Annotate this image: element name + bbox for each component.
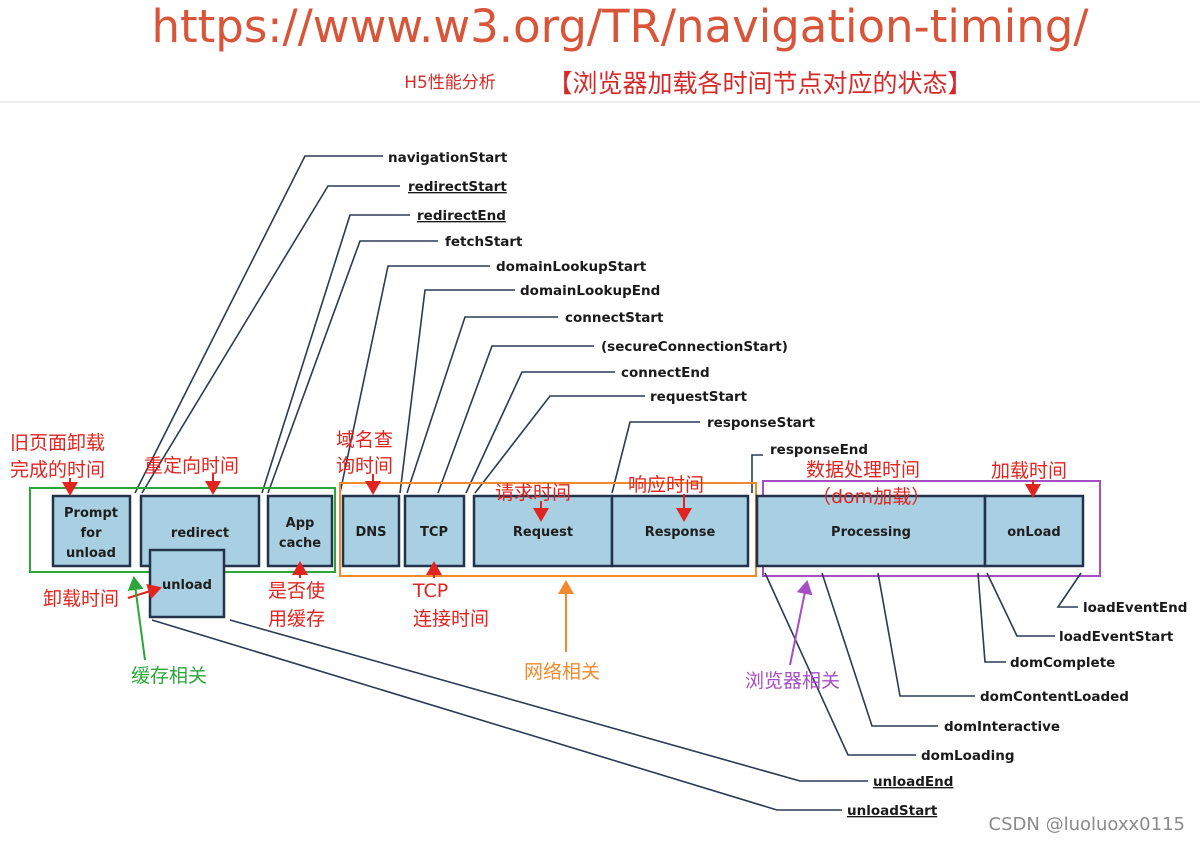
event-loadEventStart: loadEventStart <box>1059 629 1174 645</box>
phase-request <box>472 494 614 568</box>
event-responseStart: responseStart <box>707 415 816 431</box>
connector-domainLookupEnd <box>399 289 515 494</box>
bottom-event-labels: loadEventEnd loadEventStart domComplete … <box>847 600 1187 819</box>
timeline: Prompt for unload redirect App cache unl… <box>51 494 1085 619</box>
event-responseEnd: responseEnd <box>770 442 868 458</box>
watermark: CSDN @luoluoxx0115 <box>989 814 1185 835</box>
arrow-cache-related <box>127 576 146 661</box>
connector-responseEnd <box>751 454 763 493</box>
connector-connectStart <box>406 316 558 494</box>
label-network-related: 网络相关 <box>524 661 600 683</box>
top-connectors <box>134 155 763 494</box>
event-requestStart: requestStart <box>650 389 748 405</box>
phase-dns-label: DNS <box>355 525 386 540</box>
annotation-processing-time-line2: （dom加载） <box>812 486 930 508</box>
phase-app-cache-line2: cache <box>279 536 321 551</box>
phase-tcp-label: TCP <box>420 525 448 540</box>
phase-dns <box>341 494 401 568</box>
phase-response-label: Response <box>645 525 716 540</box>
annotation-onload-time: 加载时间 <box>991 460 1067 482</box>
label-cache-related: 缓存相关 <box>131 665 207 687</box>
annotation-dns-time-line2: 询时间 <box>336 455 393 477</box>
event-domComplete: domComplete <box>1010 655 1115 671</box>
arrow-unload <box>127 583 162 600</box>
event-fetchStart: fetchStart <box>445 234 523 250</box>
event-domLoading: domLoading <box>921 748 1015 764</box>
phase-processing-label: Processing <box>831 525 911 540</box>
event-navigationStart: navigationStart <box>388 150 508 166</box>
event-redirectEnd: redirectEnd <box>417 208 506 224</box>
event-domainLookupStart: domainLookupStart <box>496 259 647 275</box>
phase-response <box>610 494 750 568</box>
event-domInteractive: domInteractive <box>944 719 1060 735</box>
connector-unloadEnd <box>229 619 868 782</box>
annotation-request-time: 请求时间 <box>495 482 571 504</box>
event-connectStart: connectStart <box>565 310 664 326</box>
connector-domLoading <box>764 572 916 756</box>
annotation-redirect-time: 重定向时间 <box>144 455 239 477</box>
event-domContentLoaded: domContentLoaded <box>980 689 1129 705</box>
connector-connectEnd <box>465 371 615 494</box>
annotation-use-cache-line1: 是否使 <box>268 580 325 602</box>
phase-app-cache <box>266 494 334 568</box>
event-unloadEnd: unloadEnd <box>873 774 953 790</box>
annotation-tcp-time-line2: 连接时间 <box>413 608 489 630</box>
connector-redirectStart <box>141 185 400 494</box>
phase-unload <box>148 548 226 619</box>
event-redirectStart: redirectStart <box>408 179 507 195</box>
phase-app-cache-line1: App <box>286 516 315 531</box>
connector-domContentLoaded <box>877 572 975 697</box>
connector-loadEventStart <box>986 572 1055 637</box>
bottom-connectors <box>151 572 1082 811</box>
event-connectEnd: connectEnd <box>621 365 710 381</box>
subtitle-prefix: H5性能分析 <box>404 73 496 93</box>
annotation-tcp-time-line1: TCP <box>412 580 448 602</box>
event-secureConnectionStart: (secureConnectionStart) <box>601 339 788 355</box>
event-unloadStart: unloadStart <box>847 803 938 819</box>
phase-prompt-line2: for <box>81 526 103 541</box>
connector-loadEventEnd <box>1056 572 1082 608</box>
annotation-response-time: 响应时间 <box>628 474 704 496</box>
annotation-use-cache-line2: 用缓存 <box>268 608 325 630</box>
arrow-browser-related <box>789 580 813 666</box>
red-annotations: 旧页面卸载 完成的时间 重定向时间 域名查 询时间 请求时间 响应时间 数据处理… <box>10 429 1067 630</box>
phase-request-label: Request <box>513 525 573 540</box>
subtitle-main: 【浏览器加载各时间节点对应的状态】 <box>547 69 972 98</box>
annotation-dns-time-line1: 域名查 <box>336 429 393 451</box>
phase-prompt-line1: Prompt <box>64 506 118 521</box>
connector-navigationStart <box>134 155 383 494</box>
phase-prompt-line3: unload <box>66 546 116 561</box>
event-loadEventEnd: loadEventEnd <box>1083 600 1187 616</box>
connector-domComplete <box>977 572 1006 663</box>
connector-responseStart <box>611 421 700 494</box>
annotation-old-page-unload-line2: 完成的时间 <box>10 459 105 481</box>
phase-unload-label: unload <box>162 578 212 593</box>
connector-requestStart <box>474 395 645 494</box>
phase-onload-label: onLoad <box>1007 525 1060 540</box>
phase-redirect-label: redirect <box>171 526 229 541</box>
page-url-title: https://www.w3.org/TR/navigation-timing/ <box>151 0 1089 53</box>
annotation-old-page-unload-line1: 旧页面卸载 <box>10 432 105 454</box>
connector-domainLookupStart <box>339 265 490 494</box>
phase-prompt-for-unload <box>51 494 132 568</box>
connector-secureConnectionStart <box>437 345 594 494</box>
annotation-processing-time-line1: 数据处理时间 <box>806 459 920 481</box>
annotation-unload-time: 卸载时间 <box>43 588 119 610</box>
connector-fetchStart <box>267 240 438 494</box>
top-event-labels: navigationStart redirectStart redirectEn… <box>388 150 868 458</box>
connector-unloadStart <box>151 619 842 811</box>
connector-domInteractive <box>821 572 938 727</box>
event-domainLookupEnd: domainLookupEnd <box>520 283 660 299</box>
label-browser-related: 浏览器相关 <box>745 670 840 692</box>
connector-redirectEnd <box>261 214 410 494</box>
